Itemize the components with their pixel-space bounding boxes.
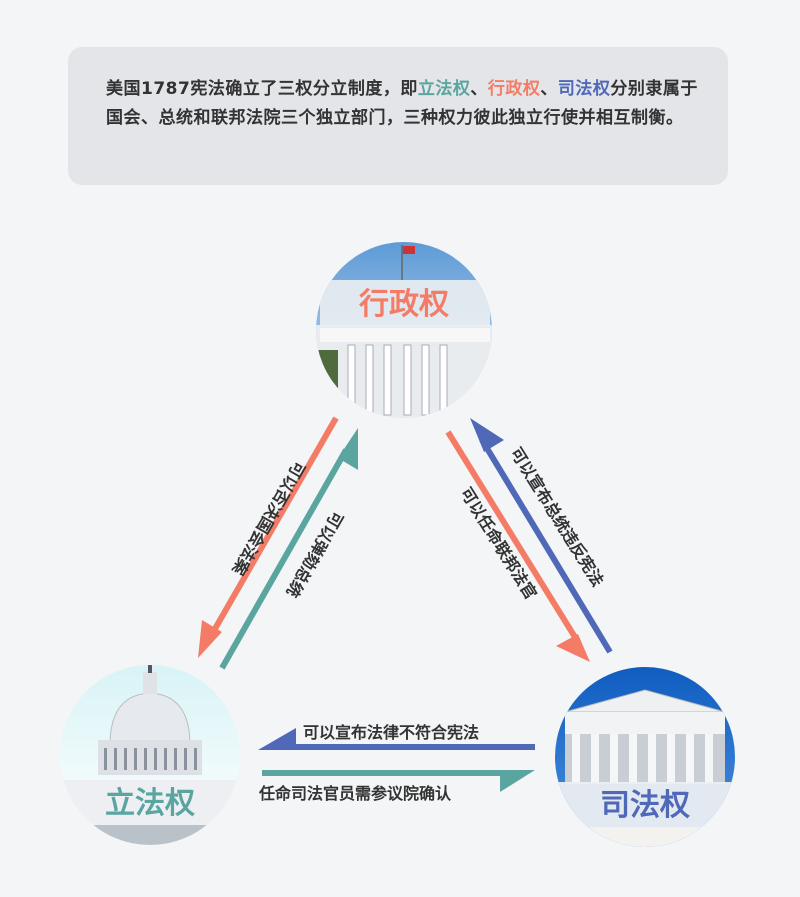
arrow-jud-to-exec [470, 418, 613, 654]
intro-part1: 美国1787宪法确立了三权分立制度，即 [106, 79, 418, 99]
edge-label-senate-confirm: 任命司法官员需参议院确认 [258, 784, 452, 803]
intro-sep: 、 [470, 79, 488, 99]
intro-part2: 分别隶属于国会、总统和联邦法院三个独立部门，三种权力彼此独立行使并相互制衡。 [106, 79, 698, 128]
node-label-judicial: 司法权 [600, 788, 690, 823]
node-label-legislative: 立法权 [105, 786, 195, 821]
edge-label-veto: 可以否决国会法案 [228, 458, 309, 579]
arrow-leg-to-jud [262, 770, 535, 792]
intro-legislative: 立法权 [417, 79, 471, 99]
intro-box: 美国1787宪法确立了三权分立制度，即立法权、行政权、司法权分别隶属于国会、总统… [68, 47, 728, 185]
edge-label-judicial-review: 可以宣布法律不符合宪法 [303, 723, 479, 742]
edge-label-impeach: 可以弹劾总统 [283, 508, 347, 601]
intro-text: 美国1787宪法确立了三权分立制度，即立法权、行政权、司法权分别隶属于国会、总统… [106, 75, 698, 133]
intro-sep: 、 [540, 79, 558, 99]
arrow-leg-to-exec [219, 428, 358, 670]
arrow-jud-to-leg [258, 728, 535, 750]
intro-executive: 行政权 [487, 79, 541, 99]
intro-judicial: 司法权 [557, 79, 611, 99]
node-judicial: 司法权 [555, 667, 735, 847]
node-legislative: 立法权 [60, 665, 240, 845]
node-executive: 行政权 [316, 242, 492, 418]
arrow-exec-to-leg [198, 416, 339, 658]
arrow-exec-to-jud [445, 430, 590, 662]
node-label-executive: 行政权 [358, 287, 449, 322]
edge-label-appoint-judges: 可以任命联邦法官 [457, 484, 541, 603]
